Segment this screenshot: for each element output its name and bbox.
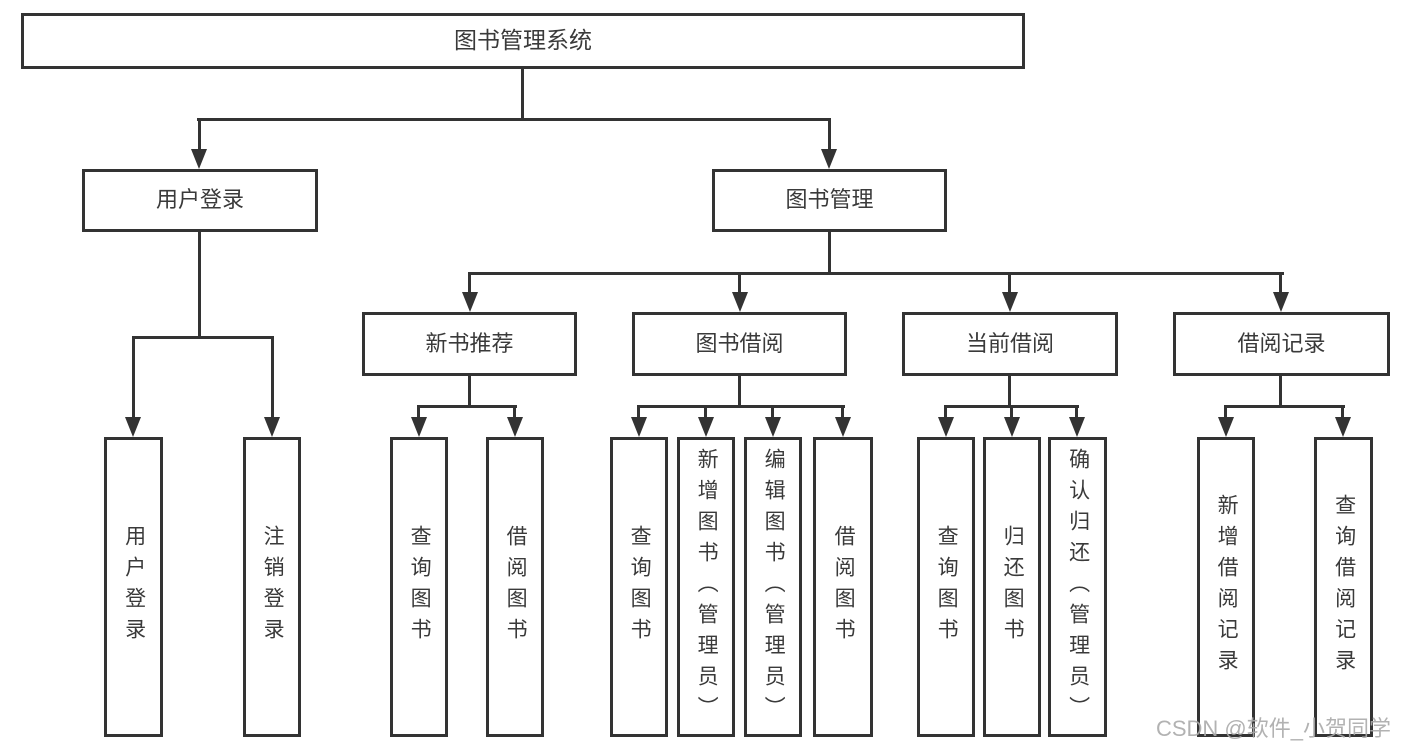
arrowhead-down-icon: [821, 149, 837, 169]
connector-line: [271, 339, 274, 419]
node-nb-query-books: 查询图书: [390, 437, 448, 737]
connector-line: [828, 121, 831, 151]
connector-line: [1008, 275, 1011, 294]
connector-line: [513, 408, 516, 419]
connector-line: [521, 69, 524, 118]
node-br-add-record: 新增借阅记录: [1197, 437, 1255, 737]
node-bb-edit-books-admin: 编辑图书（管理员）: [744, 437, 802, 737]
connector-line: [198, 232, 201, 336]
connector-line: [198, 121, 201, 151]
node-label: 确认归还（管理员）: [1066, 447, 1090, 727]
node-logout: 注销登录: [243, 437, 301, 737]
node-cb-return-books: 归还图书: [983, 437, 1041, 737]
connector-line: [468, 275, 471, 294]
arrowhead-down-icon: [732, 292, 748, 312]
connector-line: [637, 408, 640, 419]
node-label: 用户登录: [155, 187, 244, 213]
node-bb-borrow-books: 借阅图书: [813, 437, 873, 737]
arrowhead-down-icon: [1004, 417, 1020, 437]
connector-line: [944, 408, 947, 419]
arrowhead-down-icon: [1335, 417, 1351, 437]
connector-line: [738, 376, 741, 405]
node-label: 图书管理: [785, 187, 874, 213]
node-label: 图书借阅: [695, 330, 784, 356]
arrowhead-down-icon: [264, 417, 280, 437]
node-label: 图书管理系统: [454, 27, 592, 54]
connector-line: [704, 408, 707, 419]
connector-line: [132, 339, 135, 419]
arrowhead-down-icon: [698, 417, 714, 437]
connector-line: [1008, 376, 1011, 405]
node-cb-query-books: 查询图书: [917, 437, 975, 737]
node-book-borrowing: 图书借阅: [632, 312, 847, 376]
node-label: 借阅记录: [1237, 330, 1326, 356]
node-label: 归还图书: [1001, 525, 1025, 649]
node-book-management: 图书管理: [712, 169, 947, 232]
arrowhead-down-icon: [938, 417, 954, 437]
node-nb-borrow-books: 借阅图书: [486, 437, 544, 737]
node-label: 新增借阅记录: [1215, 494, 1239, 680]
connector-line: [417, 405, 517, 408]
connector-line: [1075, 408, 1078, 419]
connector-line: [841, 408, 844, 419]
connector-line: [738, 275, 741, 294]
arrowhead-down-icon: [765, 417, 781, 437]
connector-line: [771, 408, 774, 419]
arrowhead-down-icon: [411, 417, 427, 437]
watermark: CSDN @软件_小贺同学: [1155, 716, 1391, 741]
node-label: 查询借阅记录: [1332, 494, 1356, 680]
connector-line: [944, 405, 1079, 408]
arrowhead-down-icon: [631, 417, 647, 437]
connector-line: [828, 232, 831, 272]
connector-line: [1279, 275, 1282, 294]
node-label: 新增图书（管理员）: [695, 447, 719, 727]
node-label: 编辑图书（管理员）: [762, 447, 786, 727]
connector-line: [1279, 376, 1282, 405]
connector-line: [132, 336, 274, 339]
node-label: 查询图书: [628, 525, 652, 649]
connector-line: [468, 272, 1284, 275]
node-bb-query-books: 查询图书: [610, 437, 668, 737]
node-label: 查询图书: [408, 525, 432, 649]
arrowhead-down-icon: [1218, 417, 1234, 437]
arrowhead-down-icon: [1069, 417, 1085, 437]
node-borrowing-records: 借阅记录: [1173, 312, 1390, 376]
node-label: 用户登录: [122, 525, 146, 649]
connector-line: [1224, 405, 1345, 408]
connector-line: [468, 376, 471, 405]
node-cb-confirm-return-admin: 确认归还（管理员）: [1048, 437, 1107, 737]
node-library-management-system: 图书管理系统: [21, 13, 1025, 69]
arrowhead-down-icon: [191, 149, 207, 169]
node-label: 借阅图书: [832, 525, 856, 649]
node-label: 借阅图书: [504, 525, 528, 649]
arrowhead-down-icon: [125, 417, 141, 437]
node-label: 当前借阅: [965, 330, 1054, 356]
connector-line: [1010, 408, 1013, 419]
connector-line: [637, 405, 845, 408]
node-new-book-recommendation: 新书推荐: [362, 312, 577, 376]
connector-line: [417, 408, 420, 419]
node-label: 查询图书: [935, 525, 959, 649]
node-user-login-leaf: 用户登录: [104, 437, 163, 737]
node-bb-add-books-admin: 新增图书（管理员）: [677, 437, 735, 737]
arrowhead-down-icon: [835, 417, 851, 437]
arrowhead-down-icon: [462, 292, 478, 312]
node-label: 注销登录: [261, 525, 285, 649]
node-label: 新书推荐: [425, 330, 514, 356]
node-current-borrowing: 当前借阅: [902, 312, 1118, 376]
node-br-query-record: 查询借阅记录: [1314, 437, 1373, 737]
connector-line: [1341, 408, 1344, 419]
arrowhead-down-icon: [1273, 292, 1289, 312]
connector-line: [197, 118, 831, 121]
node-user-login: 用户登录: [82, 169, 318, 232]
connector-line: [1224, 408, 1227, 419]
arrowhead-down-icon: [1002, 292, 1018, 312]
arrowhead-down-icon: [507, 417, 523, 437]
